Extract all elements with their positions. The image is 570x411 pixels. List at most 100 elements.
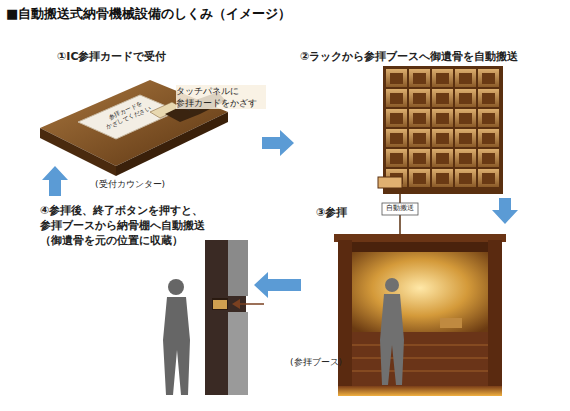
rack-cell [478,169,499,187]
rack-cell-depth [436,73,449,84]
rack-cell-depth [436,153,449,164]
step-heading: ③参拝 [316,206,347,221]
rack-cell-depth [390,93,403,104]
step-region: ④参拝後、終了ボタンを押すと、 参拝ブースから納骨棚へ自動搬送 （御遺骨を元の位… [30,200,250,400]
rack-frame [383,66,503,194]
rack-cell [386,109,407,127]
rack-cell [409,109,430,127]
reader-screen [78,95,178,139]
booth-pillar [488,240,502,396]
step-region: ②ラックから参拝ブースへ御遺骨を自動搬送 [298,44,513,194]
person-head [385,278,399,292]
rack-cell [432,149,453,167]
rack-cell [478,109,499,127]
rack-cell [409,129,430,147]
rack-cell-depth [390,153,403,164]
booth-line [352,358,488,359]
rack-cell [455,89,476,107]
booth-pillar [338,240,352,396]
rack-cell-depth [482,173,495,184]
transport-tag [382,203,418,215]
booth-floor [338,386,502,396]
rack-cell-depth [413,153,426,164]
rack-cell [455,149,476,167]
rack-cell-depth [482,73,495,84]
rack-cell [409,89,430,107]
flow-arrow [492,198,518,224]
booth-cornice [334,234,506,242]
urn-box [213,300,227,309]
annotation: 参拝カードを かざしてください [99,96,155,133]
rack-cell [432,89,453,107]
step-region: ③参拝(参拝ブース) [305,228,510,400]
rack-cell [432,129,453,147]
rack-cell [455,169,476,187]
rack-cell-depth [390,113,403,124]
rack-cells [386,69,499,187]
rack-cell-depth [459,113,472,124]
rack-cell-depth [390,133,403,144]
rack-cell-depth [459,93,472,104]
rack-cell-depth [482,133,495,144]
rack-cell [409,69,430,87]
rack-cell-depth [459,153,472,164]
booth-panel [352,332,488,388]
step-heading: ④参拝後、終了ボタンを押すと、 参拝ブースから納骨棚へ自動搬送 （御遺骨を元の位… [40,204,225,249]
diagram-title: ■自動搬送式納骨機械設備のしくみ（イメージ） [6,5,291,23]
rack-cell [478,69,499,87]
shelf-side [228,312,248,395]
rack-cell [455,69,476,87]
rack-cell-depth [459,173,472,184]
booth-body [338,240,502,396]
step-heading: ②ラックから参拝ブースへ御遺骨を自動搬送 [300,50,518,65]
rack-cell-depth [459,133,472,144]
step-caption: (参拝ブース) [290,356,342,368]
annotation: タッチパネルに 参拝カードをかざす [176,85,266,109]
person-body [163,297,190,395]
rack-cell-depth [413,73,426,84]
rack-cell [432,109,453,127]
rack-cell-depth [413,173,426,184]
shelf-side [228,240,248,296]
rack-cell-depth [413,93,426,104]
booth-niche [352,252,488,332]
person-body [380,294,404,385]
rack-cell [432,69,453,87]
rack-cell-depth [436,113,449,124]
rack-cell [386,129,407,147]
rack-drawer [378,177,402,188]
return-head [232,299,240,309]
rack-cell [409,169,430,187]
rack-cell [455,129,476,147]
flow-arrow [42,166,68,196]
flow-arrow [262,130,294,156]
step-caption: (受付カウンター) [95,178,165,190]
rack-cell [409,149,430,167]
rack-cell [386,89,407,107]
rack-cell [478,149,499,167]
rack-cell-depth [436,133,449,144]
rack-cell-depth [482,153,495,164]
rack-cell-depth [413,133,426,144]
rack-cell-depth [390,73,403,84]
rack-cell-depth [413,113,426,124]
booth-line [352,345,488,346]
rack-cell-depth [436,173,449,184]
rack-cell [478,89,499,107]
rack-cell-depth [482,113,495,124]
urn-tray [440,318,462,328]
step-heading: ①IC参拝カードで受付 [57,50,166,65]
reader-side [40,128,116,176]
rack-cell [478,129,499,147]
rack-cell-depth [459,73,472,84]
flow-arrow [254,272,301,298]
rack-cell-depth [482,93,495,104]
rack-cell [386,149,407,167]
person-head [168,279,184,295]
booth-line [352,371,488,372]
annotation: 自動搬送 [382,204,418,213]
rack-cell-depth [436,93,449,104]
rack-cell [455,109,476,127]
rack-cell [432,169,453,187]
